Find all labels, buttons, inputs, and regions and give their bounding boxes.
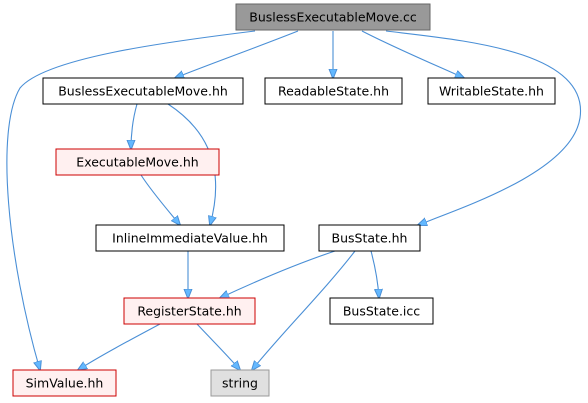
node-readable-hh[interactable]: ReadableState.hh bbox=[264, 77, 403, 105]
node-box bbox=[123, 297, 256, 325]
node-label: string bbox=[222, 376, 258, 391]
node-string[interactable]: string bbox=[210, 369, 270, 397]
node-box bbox=[318, 224, 421, 252]
node-simvalue-hh[interactable]: SimValue.hh bbox=[12, 369, 117, 397]
edge-busless-hh-to-execmove-hh bbox=[131, 103, 138, 149]
node-box bbox=[264, 77, 403, 105]
edge-busstate-hh-to-busstate-icc bbox=[370, 250, 379, 298]
node-box bbox=[210, 369, 270, 397]
edge-register-hh-to-string bbox=[196, 323, 240, 370]
node-box bbox=[42, 77, 244, 105]
node-box bbox=[329, 297, 434, 325]
node-busstate-icc[interactable]: BusState.icc bbox=[329, 297, 434, 325]
node-label: ExecutableMove.hh bbox=[76, 155, 198, 170]
node-busstate-hh[interactable]: BusState.hh bbox=[318, 224, 421, 252]
edge-busstate-hh-to-register-hh bbox=[220, 250, 336, 298]
edge-busless-cc-to-busless-hh bbox=[175, 30, 299, 78]
edge-busless-cc-to-simvalue-hh bbox=[6, 30, 256, 370]
node-busless-hh[interactable]: BuslessExecutableMove.hh bbox=[42, 77, 244, 105]
node-box bbox=[235, 3, 431, 31]
node-label: BusState.hh bbox=[332, 231, 408, 246]
edge-register-hh-to-simvalue-hh bbox=[78, 323, 161, 370]
node-label: WritableState.hh bbox=[439, 84, 544, 99]
edge-busless-cc-to-busstate-hh bbox=[385, 30, 581, 225]
node-inline-hh[interactable]: InlineImmediateValue.hh bbox=[95, 224, 285, 252]
node-writable-hh[interactable]: WritableState.hh bbox=[427, 77, 556, 105]
node-busless-cc[interactable]: BuslessExecutableMove.cc bbox=[235, 3, 431, 31]
node-label: BusState.icc bbox=[343, 304, 420, 319]
node-label: BuslessExecutableMove.cc bbox=[249, 10, 417, 25]
node-label: ReadableState.hh bbox=[278, 84, 389, 99]
node-box bbox=[95, 224, 285, 252]
node-layer: BuslessExecutableMove.ccBuslessExecutabl… bbox=[12, 3, 556, 397]
node-label: SimValue.hh bbox=[26, 376, 104, 391]
edge-execmove-hh-to-inline-hh bbox=[140, 174, 180, 225]
edge-busless-hh-to-inline-hh bbox=[167, 103, 216, 225]
node-box bbox=[12, 369, 117, 397]
edge-busless-cc-to-writable-hh bbox=[361, 30, 464, 78]
node-execmove-hh[interactable]: ExecutableMove.hh bbox=[55, 148, 220, 176]
edge-busstate-hh-to-string bbox=[252, 250, 356, 370]
node-box bbox=[55, 148, 220, 176]
edge-layer bbox=[6, 30, 581, 370]
node-label: BuslessExecutableMove.hh bbox=[58, 84, 228, 99]
node-label: InlineImmediateValue.hh bbox=[112, 231, 268, 246]
node-label: RegisterState.hh bbox=[137, 304, 241, 319]
node-register-hh[interactable]: RegisterState.hh bbox=[123, 297, 256, 325]
node-box bbox=[427, 77, 556, 105]
